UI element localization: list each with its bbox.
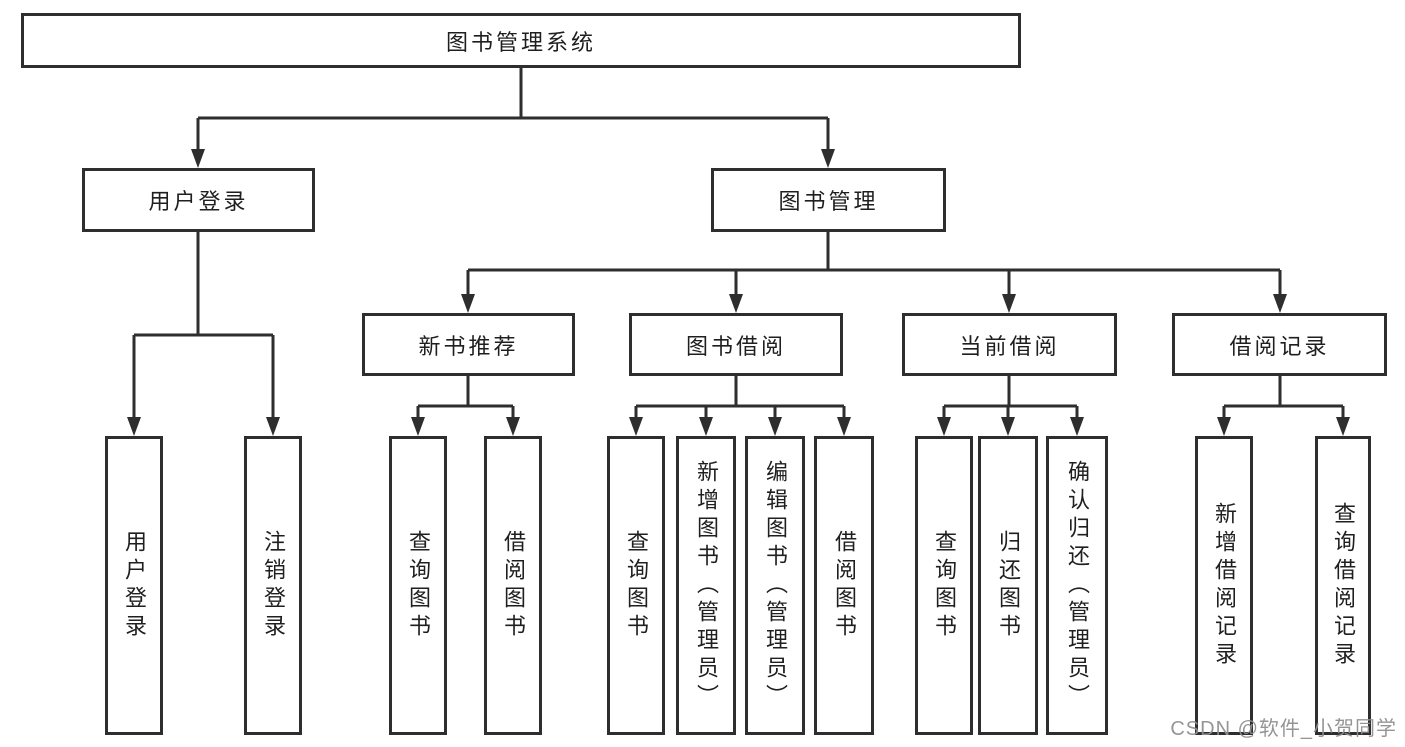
node-root-system: 图书管理系统 [21,13,1021,68]
leaf-borrow-books-borrow-label: 借阅图书 [832,529,857,642]
node-borrowing-records-label: 借阅记录 [1229,333,1330,359]
leaf-add-book-admin: 新增图书（管理员） [676,436,736,735]
leaf-return-book-label: 归还图书 [996,529,1021,642]
leaf-query-books-current: 查询图书 [915,436,973,735]
node-new-book-recommend-label: 新书推荐 [418,333,519,359]
node-current-borrowing: 当前借阅 [902,313,1117,376]
leaf-query-books-borrow-label: 查询图书 [624,529,649,642]
node-book-borrowing-label: 图书借阅 [685,333,786,359]
csdn-watermark: CSDN @软件_小贺同学 [1170,718,1397,740]
node-book-borrowing: 图书借阅 [629,313,843,376]
node-user-login: 用户登录 [82,168,315,232]
leaf-logout-label: 注销登录 [261,529,286,642]
node-new-book-recommend: 新书推荐 [362,313,575,376]
leaf-query-books-recommend: 查询图书 [389,436,447,735]
leaf-add-book-admin-label: 新增图书（管理员） [694,459,719,712]
leaf-return-book: 归还图书 [978,436,1038,735]
leaf-logout: 注销登录 [244,436,302,735]
leaf-query-books-recommend-label: 查询图书 [406,529,431,642]
leaf-query-borrow-record-label: 查询借阅记录 [1331,501,1356,670]
leaf-borrow-books-recommend: 借阅图书 [484,436,542,735]
leaf-edit-book-admin: 编辑图书（管理员） [745,436,805,735]
leaf-query-books-borrow: 查询图书 [607,436,665,735]
node-current-borrowing-label: 当前借阅 [959,333,1060,359]
node-root-label: 图书管理系统 [445,29,596,55]
node-book-management: 图书管理 [711,168,946,232]
leaf-add-borrow-record-label: 新增借阅记录 [1212,501,1237,670]
leaf-confirm-return-admin-label: 确认归还（管理员） [1065,459,1090,712]
leaf-query-books-current-label: 查询图书 [932,529,957,642]
leaf-borrow-books-recommend-label: 借阅图书 [501,529,526,642]
leaf-query-borrow-record: 查询借阅记录 [1315,436,1371,735]
node-user-login-label: 用户登录 [148,189,249,214]
leaf-user-login: 用户登录 [105,436,163,735]
leaf-confirm-return-admin: 确认归还（管理员） [1046,436,1108,735]
leaf-borrow-books-borrow: 借阅图书 [814,436,874,735]
node-book-management-label: 图书管理 [778,189,879,214]
leaf-edit-book-admin-label: 编辑图书（管理员） [763,459,788,712]
node-borrowing-records: 借阅记录 [1172,313,1387,376]
leaf-user-login-label: 用户登录 [122,529,147,642]
leaf-add-borrow-record: 新增借阅记录 [1195,436,1253,735]
